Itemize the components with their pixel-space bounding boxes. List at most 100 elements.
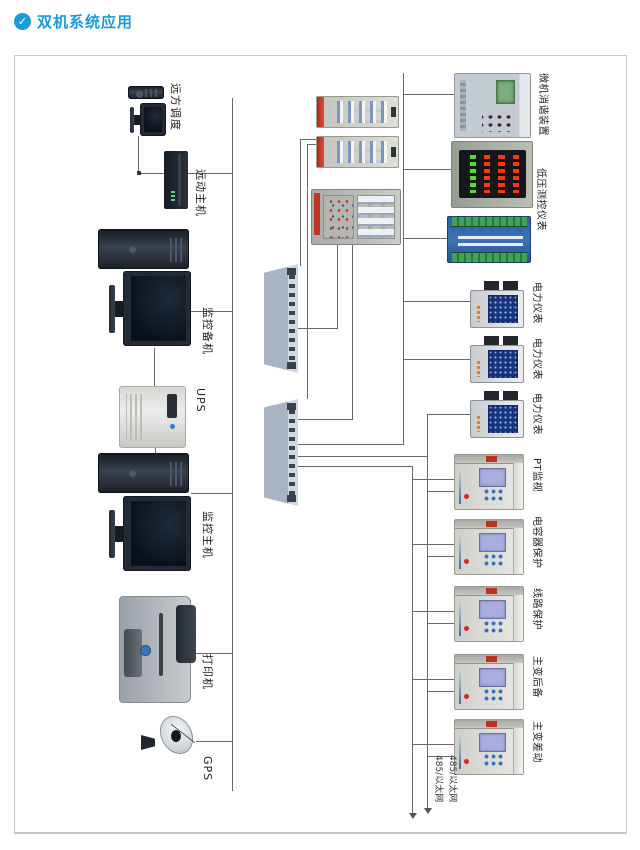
wire — [413, 611, 456, 612]
panel-labels — [333, 101, 387, 123]
device-harmonic-eliminator — [454, 73, 531, 138]
label-line-protection: 线路保护 — [531, 588, 542, 630]
bus-arrow — [424, 808, 432, 814]
relay-red-button — [464, 759, 469, 764]
console-red-stripe — [314, 193, 320, 235]
wire — [138, 136, 139, 173]
red-tag — [486, 521, 497, 527]
device-gps — [141, 710, 200, 760]
device-monitor-host-tower — [98, 453, 189, 493]
relay-cap — [513, 663, 523, 709]
device-comm-hub-2 — [264, 399, 298, 506]
relay-cap — [513, 595, 523, 641]
relay-red-button — [464, 559, 469, 564]
relay-cap — [513, 463, 523, 509]
label-printer: 打印机 — [201, 654, 214, 690]
relay-lcd — [479, 668, 506, 687]
label-transformer-backup: 主变后备 — [531, 656, 542, 698]
label-power-meter-1: 电力仪表 — [531, 282, 542, 324]
monitor — [130, 103, 166, 136]
label-bus-ethernet-1: 485/以太网 — [447, 755, 457, 803]
wire — [154, 348, 155, 386]
bus-field-a — [403, 73, 404, 445]
wire — [404, 238, 449, 239]
wire — [300, 139, 301, 266]
relay-cap — [513, 728, 523, 774]
wire — [428, 623, 456, 624]
led-row — [477, 306, 480, 322]
wire — [404, 301, 470, 302]
monitor-base — [109, 509, 115, 558]
ups-led — [169, 424, 175, 430]
red-tag — [486, 656, 497, 662]
relay-keys — [483, 553, 504, 568]
device-power-meter-3 — [470, 391, 524, 438]
device-ups — [119, 386, 186, 448]
wire — [428, 414, 470, 415]
wire — [413, 744, 456, 745]
screen — [144, 107, 162, 132]
device-transformer-differential — [454, 719, 524, 775]
panel-red-stripe — [317, 97, 324, 127]
relay-keys — [483, 688, 504, 703]
device-monitor-host-monitor — [109, 496, 191, 571]
label-transformer-differential: 主变差动 — [531, 721, 542, 763]
relay-accent — [459, 534, 461, 569]
diagram-canvas: 远方调度 远动主机 监控备机 UPS 监控主机 打印机 GPS 微机消谐装置 低… — [15, 56, 626, 832]
lcd-screen — [488, 295, 518, 323]
printer-knob — [139, 645, 151, 657]
hub-ports — [289, 410, 295, 496]
page-header: ✓ 双机系统应用 — [14, 8, 133, 34]
device-protection-panel-2 — [316, 136, 399, 168]
label-harmonic-eliminator: 微机消谐装置 — [537, 73, 548, 136]
led-display — [484, 155, 491, 193]
relay-accent — [459, 669, 461, 704]
wire — [404, 94, 456, 95]
relay-red-button — [464, 694, 469, 699]
hub-end — [287, 362, 296, 369]
panel-port — [391, 107, 396, 117]
led-row — [477, 361, 480, 377]
label-power-meter-2: 电力仪表 — [531, 338, 542, 380]
bus-arrow — [409, 813, 417, 819]
bus-station — [232, 98, 233, 791]
relay-accent — [459, 734, 461, 769]
label-monitor-backup: 监控备机 — [201, 307, 214, 355]
label-gps: GPS — [201, 756, 214, 782]
device-lv-measure-control — [451, 141, 533, 208]
relay-lcd — [479, 600, 506, 619]
label-ups: UPS — [194, 388, 207, 413]
red-tag — [486, 588, 497, 594]
wire — [191, 493, 233, 494]
panel-port — [391, 147, 396, 157]
wire — [298, 328, 338, 329]
relay-lcd — [479, 733, 506, 752]
wire — [413, 544, 456, 545]
bus-field-b — [412, 466, 413, 813]
device-power-meter-2 — [470, 336, 524, 383]
hub-end — [287, 268, 296, 275]
console-indicator-panel — [323, 195, 354, 239]
hub-end — [287, 495, 296, 502]
hub-end — [287, 403, 296, 410]
relay-lcd — [479, 533, 506, 552]
vent-strip — [460, 80, 467, 131]
page-title: 双机系统应用 — [37, 12, 134, 31]
relay-keys — [483, 753, 504, 768]
red-tag — [486, 456, 497, 462]
monitor-base — [130, 106, 134, 133]
led-row — [477, 416, 480, 432]
wire — [413, 479, 456, 480]
device-capacitor-protection — [454, 519, 524, 575]
wire — [428, 556, 456, 557]
led-display — [498, 155, 505, 193]
device-protection-panel-1 — [316, 96, 399, 128]
device-pt-monitor — [454, 454, 524, 510]
gps-feed — [171, 730, 181, 742]
device-comm-hub-1 — [264, 264, 298, 373]
wire — [337, 243, 338, 328]
wire — [307, 144, 308, 399]
wire — [413, 679, 456, 680]
red-tag — [486, 721, 497, 727]
printer-cover — [176, 605, 196, 664]
